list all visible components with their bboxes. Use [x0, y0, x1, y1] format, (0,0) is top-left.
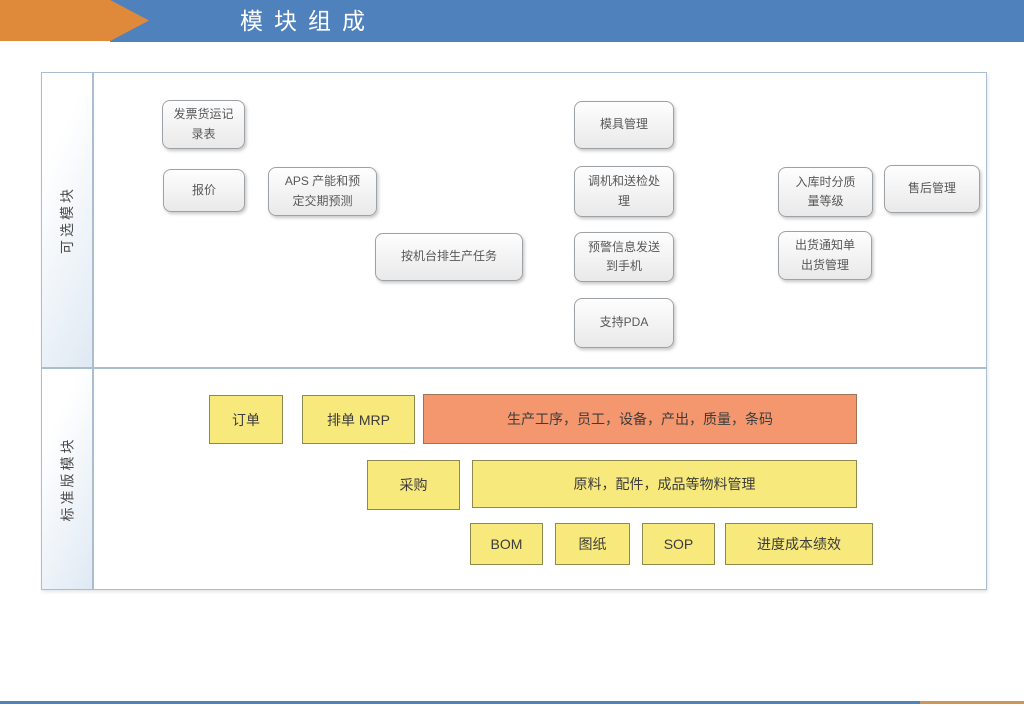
slide-title: 模块组成 [240, 8, 376, 34]
module-table: 可选模块 标准版模块 [41, 72, 987, 590]
module-order: 订单 [209, 395, 283, 444]
optional-section-label: 可选模块 [59, 186, 75, 254]
module-shipping-notice-management: 出货通知单 出货管理 [778, 231, 872, 280]
module-after-sales-management: 售后管理 [884, 165, 980, 213]
module-machine-adjust-inspection: 调机和送检处 理 [574, 166, 674, 217]
module-progress-cost-performance: 进度成本绩效 [725, 523, 873, 565]
module-pda-support: 支持PDA [574, 298, 674, 348]
module-aps-forecast: APS 产能和预 定交期预测 [268, 167, 377, 216]
module-procurement: 采购 [367, 460, 460, 510]
module-sop: SOP [642, 523, 715, 565]
module-quotation: 报价 [163, 169, 245, 212]
module-invoice-shipping-record: 发票货运记 录表 [162, 100, 245, 149]
standard-section-label-cell: 标准版模块 [42, 368, 92, 589]
optional-section-label-cell: 可选模块 [42, 73, 92, 367]
module-scheduling-mrp: 排单 MRP [302, 395, 415, 444]
standard-section-label: 标准版模块 [59, 436, 75, 522]
module-warehouse-quality-grading: 入库时分质 量等级 [778, 167, 873, 217]
section-divider [42, 367, 986, 369]
module-material-management: 原料，配件，成品等物料管理 [472, 460, 857, 508]
label-column-divider [92, 73, 94, 589]
module-bom: BOM [470, 523, 543, 565]
module-production-process: 生产工序，员工，设备，产出，质量，条码 [423, 394, 857, 444]
footer-line [0, 701, 1024, 704]
footer-line-orange [920, 701, 1024, 704]
module-warning-to-phone: 预警信息发送 到手机 [574, 232, 674, 282]
module-mold-management: 模具管理 [574, 101, 674, 149]
module-drawings: 图纸 [555, 523, 630, 565]
module-machine-production-tasks: 按机台排生产任务 [375, 233, 523, 281]
header-bar [110, 0, 1024, 42]
footer-line-blue [0, 701, 920, 704]
